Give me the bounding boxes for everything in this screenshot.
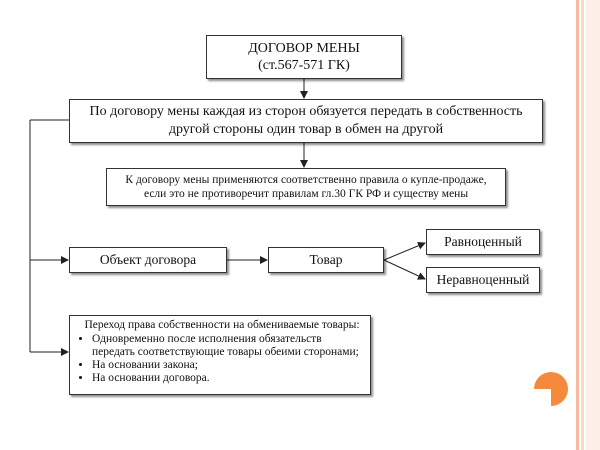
border-stripe	[581, 0, 584, 450]
title-box: ДОГОВОР МЕНЫ (ст.567-571 ГК)	[206, 35, 402, 79]
accent-circle-cutout	[534, 389, 551, 406]
unequal-box: Неравноценный	[426, 267, 540, 293]
rule-line-1: К договору мены применяются соответствен…	[125, 174, 487, 186]
object-box: Объект договора	[69, 247, 227, 273]
transfer-item: На основании закона;	[92, 359, 366, 372]
definition-box: По договору мены каждая из сторон обязуе…	[69, 99, 543, 143]
arrow-goods-to-unequal	[383, 259, 426, 280]
transfer-heading: Переход права собственности на обменивае…	[84, 319, 360, 331]
goods-box: Товар	[268, 247, 384, 273]
border-stripe	[576, 0, 579, 450]
decorative-right-border	[576, 0, 600, 450]
border-stripe	[586, 0, 600, 450]
definition-line-1: По договору мены каждая из сторон обязуе…	[89, 104, 523, 119]
rule-box: К договору мены применяются соответствен…	[106, 168, 506, 206]
arrow-goods-to-equal	[383, 241, 426, 261]
title-line-2: (ст.567-571 ГК)	[258, 58, 350, 73]
definition-line-2: другой стороны один товар в обмен на дру…	[168, 122, 444, 137]
rule-line-2: если это не противоречит правилам гл.30 …	[143, 188, 469, 200]
transfer-box: Переход права собственности на обменивае…	[69, 315, 371, 395]
transfer-item: На основании договора.	[92, 372, 366, 385]
equal-box: Равноценный	[426, 229, 540, 255]
transfer-list: Одновременно после исполнения обязательс…	[78, 333, 366, 385]
title-line-1: ДОГОВОР МЕНЫ	[248, 41, 360, 56]
transfer-item: Одновременно после исполнения обязательс…	[92, 333, 366, 359]
